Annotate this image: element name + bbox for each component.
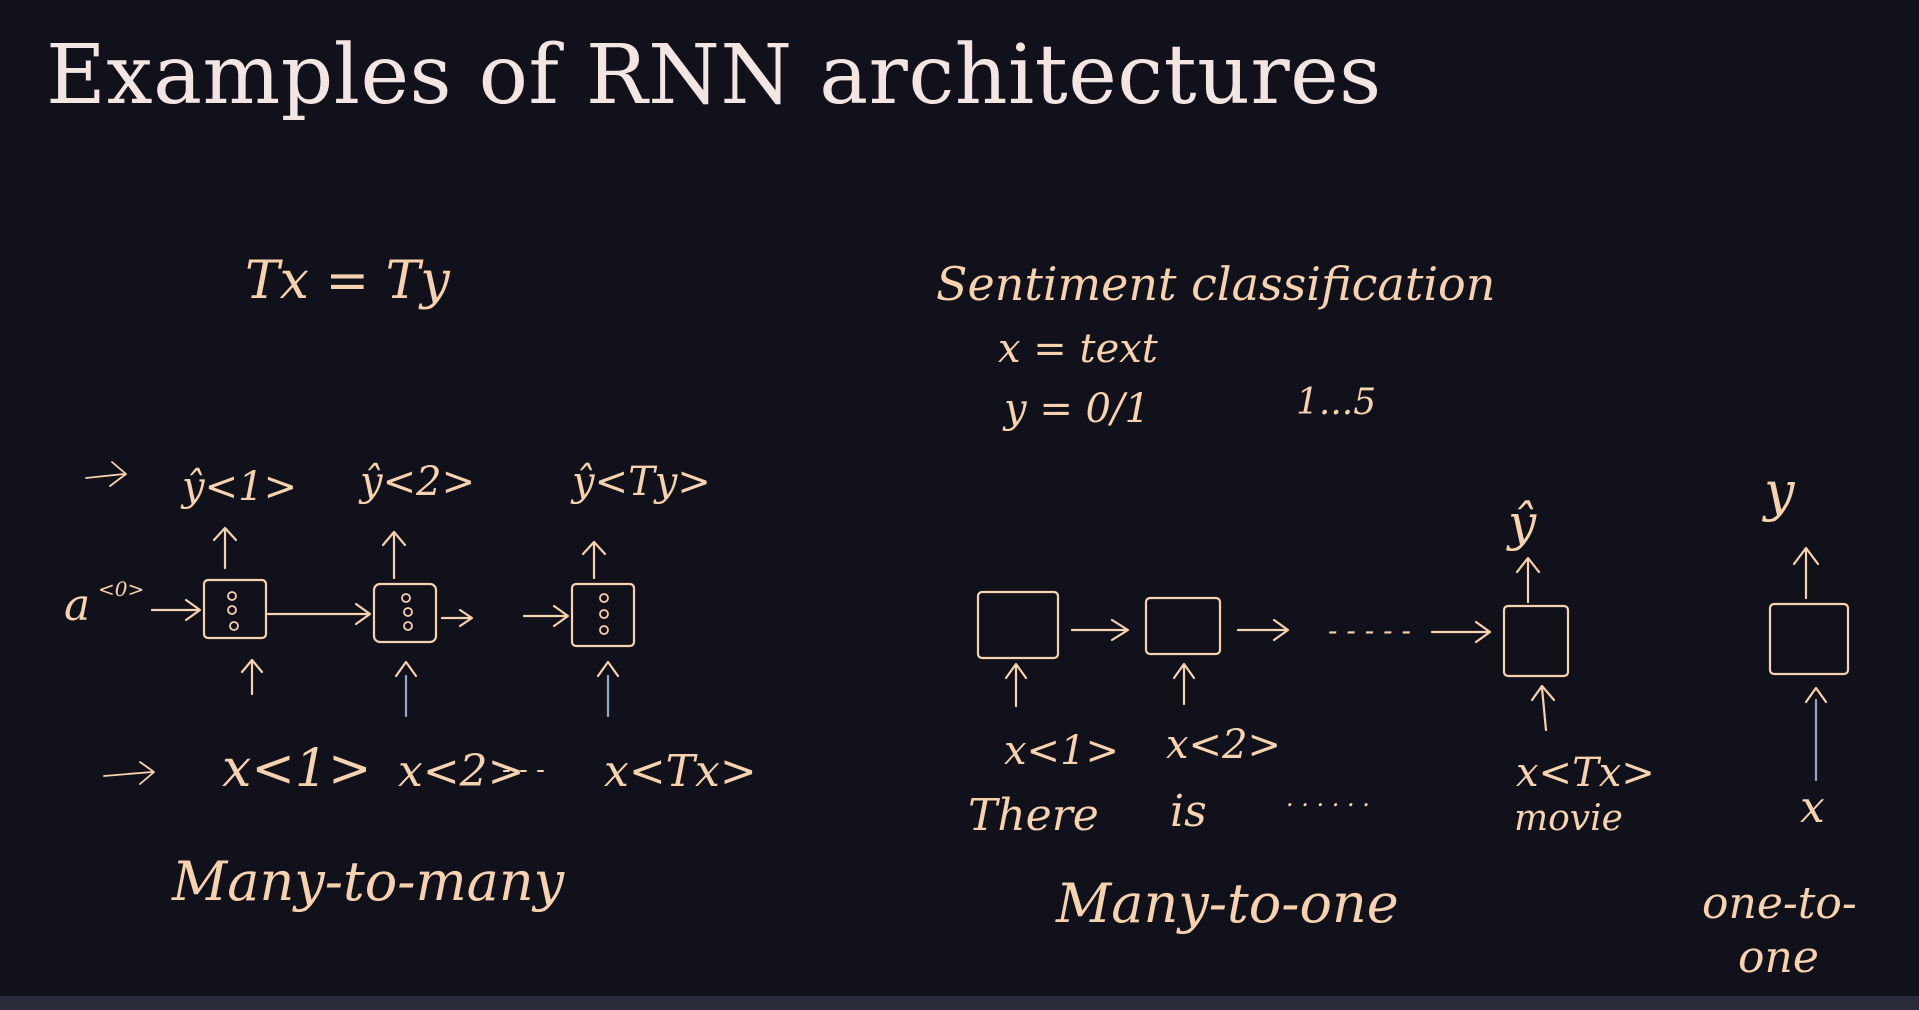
input-label-2: x<2> — [398, 746, 525, 797]
arrow-up-output-yhat — [1515, 556, 1541, 604]
output-label-2: ŷ<2> — [358, 459, 475, 505]
arrow-up-input-1 — [240, 658, 264, 696]
cell-2-unit — [403, 621, 413, 631]
input-label-x1: x<1> — [1004, 728, 1119, 774]
slide-title: Examples of RNN architectures — [46, 28, 1382, 123]
arrow-up-input-last — [1530, 684, 1556, 732]
arrow-up-output-ty — [581, 540, 607, 580]
cell-ty-unit — [599, 609, 609, 619]
cell-1-unit — [229, 621, 239, 631]
arrow-up-input-tx-head — [596, 660, 620, 678]
word-movie: movie — [1514, 798, 1623, 839]
arrow-cell-first-to-second — [1070, 618, 1130, 642]
y-alternative-range: 1...5 — [1296, 382, 1376, 423]
word-there: There — [968, 790, 1099, 841]
arrow-cell-second-out — [1236, 618, 1290, 642]
many-to-many-diagram: Tx = Ty ŷ<1> ŷ<2> ŷ<Ty> a <0> — [64, 251, 757, 913]
caption-many-to-one: Many-to-one — [1055, 872, 1399, 935]
caption-one-to-one-line2: one — [1738, 932, 1819, 983]
arrow-up-one-to-one-input-head — [1804, 686, 1828, 704]
cell-1-unit — [227, 605, 237, 615]
arrow-into-cell-ty — [522, 604, 570, 628]
input-label-1: x<1> — [222, 739, 372, 799]
rnn-cell-second — [1144, 596, 1222, 656]
cell-ty-unit — [599, 625, 609, 635]
caption-one-to-one-line1: one-to- — [1702, 878, 1857, 929]
caption-many-to-many: Many-to-many — [171, 850, 566, 913]
arrow-into-cell-last — [1430, 620, 1492, 644]
word-is: is — [1170, 786, 1207, 837]
word-dots: . . . . . . — [1286, 784, 1370, 812]
bottom-bar — [0, 996, 1919, 1010]
one-to-one-cell — [1768, 602, 1850, 676]
output-label-yhat: ŷ — [1506, 494, 1537, 552]
arrow-up-input-2-head — [394, 660, 418, 678]
output-label-ty: ŷ<Ty> — [570, 459, 711, 505]
input-ellipsis: - - - — [502, 755, 545, 785]
cell-ty-unit — [599, 593, 609, 603]
arrow-a0-to-cell-1 — [150, 598, 202, 622]
one-to-one-input: x — [1800, 782, 1825, 833]
output-side-arrow — [85, 461, 127, 487]
arrow-cell-2-out — [440, 608, 474, 628]
arrow-up-input-second — [1172, 662, 1196, 706]
many-to-one-diagram: Sentiment classification x = text y = 0/… — [936, 257, 1655, 935]
sentiment-heading: Sentiment classification — [936, 257, 1495, 311]
rnn-cell-ty — [570, 582, 636, 648]
input-label-xtx: x<Tx> — [1516, 750, 1655, 796]
arrow-up-output-2 — [381, 530, 407, 580]
one-to-one-diagram: y x one-to- one — [1702, 460, 1857, 983]
initial-activation-sup: <0> — [98, 577, 144, 601]
rnn-cell-1 — [202, 578, 268, 640]
arrow-up-input-first — [1004, 662, 1028, 708]
output-label-1: ŷ<1> — [180, 464, 297, 510]
chain-ellipsis: - - - - - — [1328, 614, 1411, 647]
arrow-cell-1-to-cell-2 — [266, 602, 372, 626]
rnn-cell-first — [976, 590, 1060, 660]
arrow-up-output-1 — [212, 526, 238, 570]
input-side-arrow — [103, 761, 155, 785]
one-to-one-output: y — [1762, 460, 1796, 523]
rnn-cell-2 — [372, 582, 438, 644]
cell-2-unit — [403, 607, 413, 617]
y-definition: y = 0/1 — [1002, 386, 1150, 432]
input-label-tx: x<Tx> — [604, 746, 757, 797]
tx-equals-ty-label: Tx = Ty — [245, 251, 450, 311]
rnn-cell-last — [1502, 604, 1570, 678]
input-label-x2: x<2> — [1166, 722, 1281, 768]
x-definition: x = text — [998, 326, 1159, 372]
initial-activation-a: a — [64, 580, 90, 631]
arrow-up-one-to-one-output — [1792, 546, 1820, 600]
cell-2-unit — [401, 593, 411, 603]
cell-1-unit — [227, 591, 237, 601]
